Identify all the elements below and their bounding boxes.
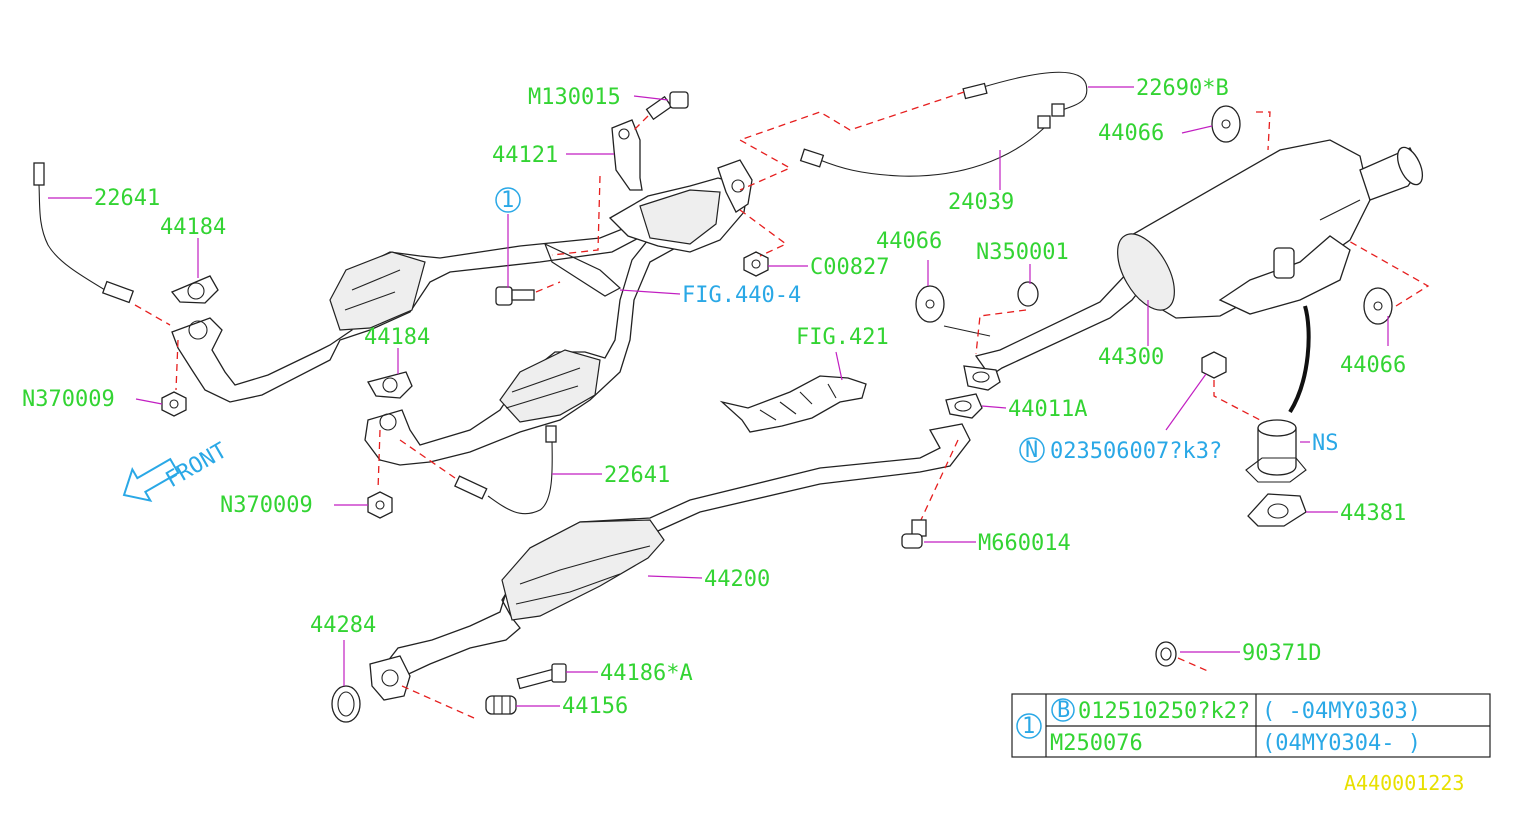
front-arrow-icon bbox=[122, 457, 180, 503]
front-label: FRONT bbox=[162, 438, 232, 493]
label-90371d: 90371D bbox=[1242, 641, 1321, 666]
label-44186a: 44186*A bbox=[600, 661, 693, 686]
label-m660014: M660014 bbox=[978, 531, 1071, 556]
rubber-mount-left bbox=[915, 285, 991, 337]
label-44200: 44200 bbox=[704, 567, 770, 592]
label-22641-upper: 22641 bbox=[94, 186, 160, 211]
table-row2-range: (04MY0304- ) bbox=[1262, 731, 1421, 756]
label-44184-upper: 44184 bbox=[160, 215, 226, 240]
rubber-mount-upper bbox=[1211, 105, 1271, 151]
label-fig421: FIG.421 bbox=[796, 325, 889, 350]
table-badge-b: B bbox=[1057, 698, 1070, 723]
nut-n350001 bbox=[975, 281, 1039, 355]
label-n370009-upper: N370009 bbox=[22, 387, 115, 412]
label-44066-upper: 44066 bbox=[1098, 121, 1164, 146]
diagram-code: A440001223 bbox=[1344, 771, 1464, 795]
circle-ref-n: N bbox=[1019, 437, 1045, 463]
muffler-44300 bbox=[974, 139, 1424, 414]
nut-n370009-lower bbox=[367, 429, 393, 519]
cap-ns bbox=[1245, 419, 1307, 483]
svg-text:N: N bbox=[1025, 438, 1038, 463]
heat-shield-fig421 bbox=[719, 375, 867, 433]
label-44381: 44381 bbox=[1340, 501, 1406, 526]
svg-text:1: 1 bbox=[501, 188, 514, 213]
spring-44156 bbox=[485, 695, 517, 715]
label-44300: 44300 bbox=[1098, 345, 1164, 370]
gasket-44381 bbox=[1247, 493, 1307, 527]
label-24039: 24039 bbox=[948, 190, 1014, 215]
gasket-44184-lower bbox=[367, 371, 413, 399]
table-row2-part: M250076 bbox=[1050, 731, 1143, 756]
label-fig440-4: FIG.440-4 bbox=[682, 283, 801, 308]
front-pipe-left bbox=[171, 221, 652, 403]
bracket-44121 bbox=[551, 119, 643, 256]
label-44284: 44284 bbox=[310, 613, 376, 638]
sensor-harness bbox=[738, 71, 1088, 191]
bolt-ref-1 bbox=[495, 281, 561, 306]
gasket-44011a bbox=[945, 365, 1001, 419]
label-44066-right: 44066 bbox=[1340, 353, 1406, 378]
label-n350001: N350001 bbox=[976, 240, 1069, 265]
oxygen-sensor-upper bbox=[33, 162, 171, 326]
label-22641-lower: 22641 bbox=[604, 463, 670, 488]
label-m130015: M130015 bbox=[528, 85, 621, 110]
table-row1-range: ( -04MY0303) bbox=[1262, 699, 1421, 724]
nut-023506007 bbox=[1201, 351, 1261, 421]
nut-n370009-upper bbox=[161, 339, 187, 417]
table-ref-number: 1 bbox=[1022, 714, 1035, 739]
rubber-mount-right bbox=[1339, 235, 1430, 325]
label-n370009-lower: N370009 bbox=[220, 493, 313, 518]
gasket-44184-upper bbox=[170, 275, 219, 304]
center-converter bbox=[543, 159, 753, 297]
oxygen-sensor-lower bbox=[399, 425, 557, 515]
clamp-44284 bbox=[331, 685, 361, 723]
label-44011a: 44011A bbox=[1008, 397, 1087, 422]
leader-lines bbox=[48, 86, 1389, 707]
seal-90371d bbox=[1155, 641, 1211, 673]
reference-table: 1 B 012510250?k2? ( -04MY0303) M250076 (… bbox=[1011, 693, 1491, 758]
nut-c00827 bbox=[739, 209, 788, 277]
label-44066-left: 44066 bbox=[876, 229, 942, 254]
circle-ref-1: 1 bbox=[495, 187, 521, 213]
label-44156: 44156 bbox=[562, 694, 628, 719]
label-023506007: 023506007?k3? bbox=[1050, 439, 1222, 464]
label-c00827: C00827 bbox=[810, 255, 889, 280]
label-44121: 44121 bbox=[492, 143, 558, 168]
label-ns: NS bbox=[1312, 431, 1339, 456]
label-44184-lower: 44184 bbox=[364, 325, 430, 350]
bolt-44186a bbox=[516, 663, 567, 690]
table-row1-part: 012510250?k2? bbox=[1078, 699, 1250, 724]
bolt-m130015 bbox=[631, 91, 689, 133]
center-pipe-44200 bbox=[369, 423, 971, 719]
bolt-m660014 bbox=[901, 439, 959, 549]
label-22690b: 22690*B bbox=[1136, 76, 1229, 101]
